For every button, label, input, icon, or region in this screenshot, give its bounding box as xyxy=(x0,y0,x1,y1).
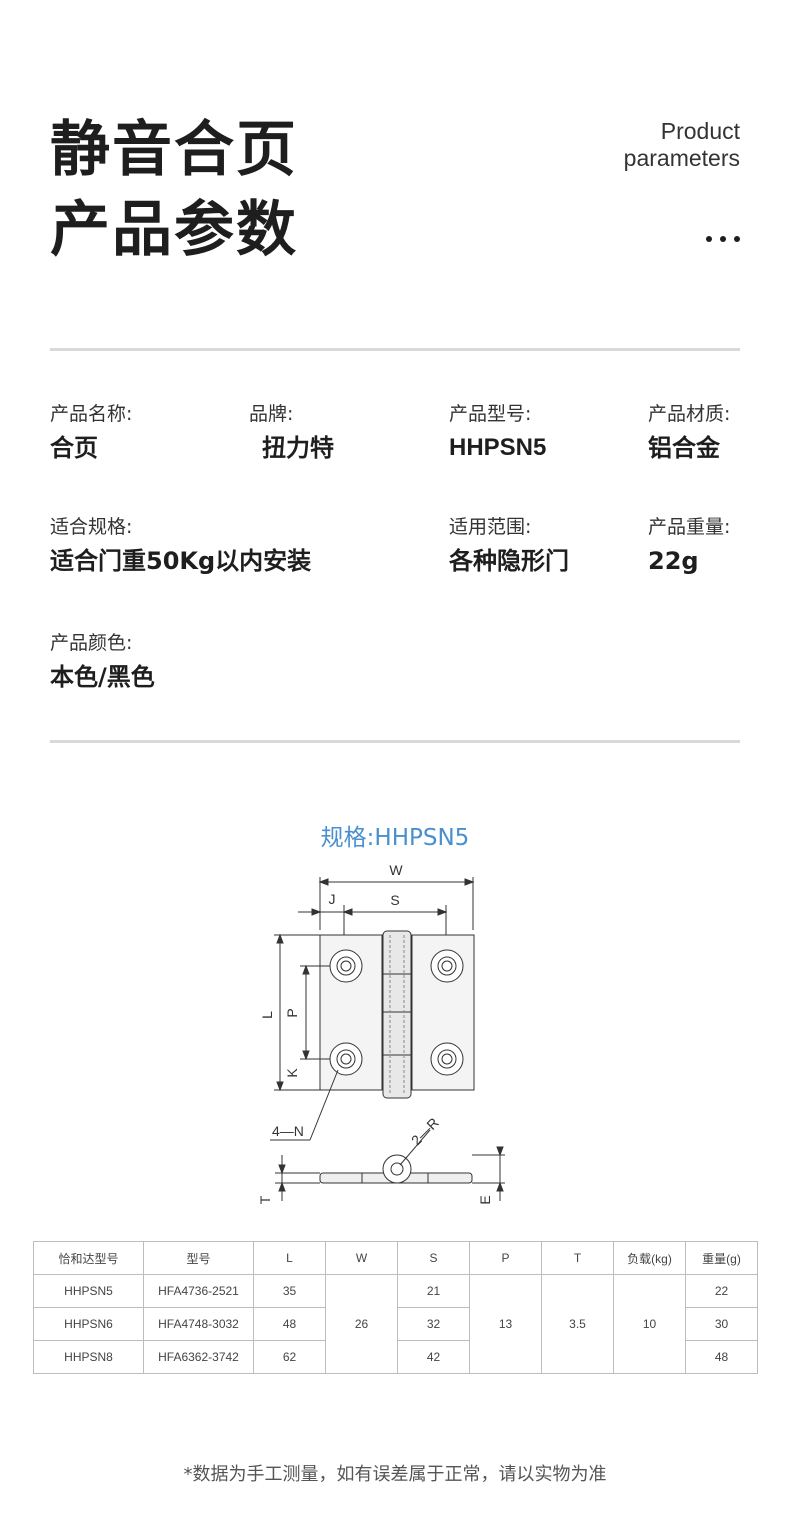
cell-type: HFA4748-3032 xyxy=(143,1307,254,1341)
drawing-title: 规格:HHPSN5 xyxy=(320,825,470,851)
cell-model: HHPSN5 xyxy=(33,1274,144,1308)
dim-j-label: J xyxy=(329,891,336,907)
param-color-value: 本色/黑色 xyxy=(50,663,155,691)
col-header-brand-model: 恰和达型号 xyxy=(33,1241,144,1275)
ellipsis-icon xyxy=(706,236,740,242)
page-title-line-2: 产品参数 xyxy=(50,195,298,265)
param-weight-value: 22g xyxy=(648,547,699,575)
param-weight-label: 产品重量: xyxy=(648,516,731,538)
dim-e-label: E xyxy=(477,1195,493,1204)
param-name-value: 合页 xyxy=(50,434,98,462)
dim-w-label: W xyxy=(389,862,403,878)
cell-weight: 22 xyxy=(685,1274,758,1308)
col-header-p: P xyxy=(469,1241,542,1275)
param-spec-value: 适合门重50Kg以内安装 xyxy=(50,547,312,575)
cell-s: 32 xyxy=(397,1307,470,1341)
dim-t-label: T xyxy=(257,1195,273,1204)
param-scope-value: 各种隐形门 xyxy=(449,547,569,575)
cell-w: 26 xyxy=(325,1274,398,1374)
disclaimer-note: *数据为手工测量，如有误差属于正常，请以实物为准 xyxy=(183,1464,607,1485)
col-header-load: 负载(kg) xyxy=(613,1241,686,1275)
cell-t: 3.5 xyxy=(541,1274,614,1374)
dim-k-label: K xyxy=(284,1068,300,1078)
english-title-line-2: parameters xyxy=(623,145,740,171)
hinge-technical-drawing: W J S L P K 4—N 2—R xyxy=(257,862,505,1205)
cell-load: 10 xyxy=(613,1274,686,1374)
table-row: HHPSN8 HFA6362-3742 62 42 48 xyxy=(33,1340,758,1374)
dim-n-label: 4—N xyxy=(272,1123,304,1139)
cell-type: HFA4736-2521 xyxy=(143,1274,254,1308)
dim-p-label: P xyxy=(284,1008,300,1017)
cell-s: 21 xyxy=(397,1274,470,1308)
cell-type: HFA6362-3742 xyxy=(143,1340,254,1374)
param-color-label: 产品颜色: xyxy=(50,632,133,654)
divider-top xyxy=(50,348,740,351)
dim-l-label: L xyxy=(259,1011,275,1019)
col-header-s: S xyxy=(397,1241,470,1275)
param-brand-label: 品牌: xyxy=(249,403,294,425)
spec-table: 恰和达型号 型号 L W S P T 负载(kg) 重量(g) HHPSN5 H… xyxy=(33,1241,758,1374)
table-row: HHPSN6 HFA4748-3032 48 32 30 xyxy=(33,1307,758,1341)
table-header-row: 恰和达型号 型号 L W S P T 负载(kg) 重量(g) xyxy=(33,1241,758,1275)
cell-l: 48 xyxy=(253,1307,326,1341)
cell-s: 42 xyxy=(397,1340,470,1374)
divider-bottom xyxy=(50,740,740,743)
param-model-value: HHPSN5 xyxy=(449,434,547,461)
cell-p: 13 xyxy=(469,1274,542,1374)
table-row: HHPSN5 HFA4736-2521 35 26 21 13 3.5 10 2… xyxy=(33,1274,758,1374)
param-scope-label: 适用范围: xyxy=(449,516,532,538)
param-brand-value: 扭力特 xyxy=(262,434,334,462)
cell-l: 35 xyxy=(253,1274,326,1308)
dim-s-label: S xyxy=(390,892,399,908)
param-material-label: 产品材质: xyxy=(648,403,731,425)
cell-weight: 30 xyxy=(685,1307,758,1341)
cell-l: 62 xyxy=(253,1340,326,1374)
param-spec-label: 适合规格: xyxy=(50,516,133,538)
cell-model: HHPSN8 xyxy=(33,1340,144,1374)
english-title-line-1: Product xyxy=(660,118,740,144)
col-header-t: T xyxy=(541,1241,614,1275)
param-name-label: 产品名称: xyxy=(50,403,133,425)
col-header-l: L xyxy=(253,1241,326,1275)
col-header-model: 型号 xyxy=(143,1241,254,1275)
param-model-label: 产品型号: xyxy=(449,403,532,425)
col-header-w: W xyxy=(325,1241,398,1275)
cell-weight: 48 xyxy=(685,1340,758,1374)
page-title-line-1: 静音合页 xyxy=(50,115,298,185)
col-header-weight: 重量(g) xyxy=(685,1241,758,1275)
cell-model: HHPSN6 xyxy=(33,1307,144,1341)
dim-r-label: 2—R xyxy=(408,1114,442,1148)
param-material-value: 铝合金 xyxy=(648,434,720,462)
